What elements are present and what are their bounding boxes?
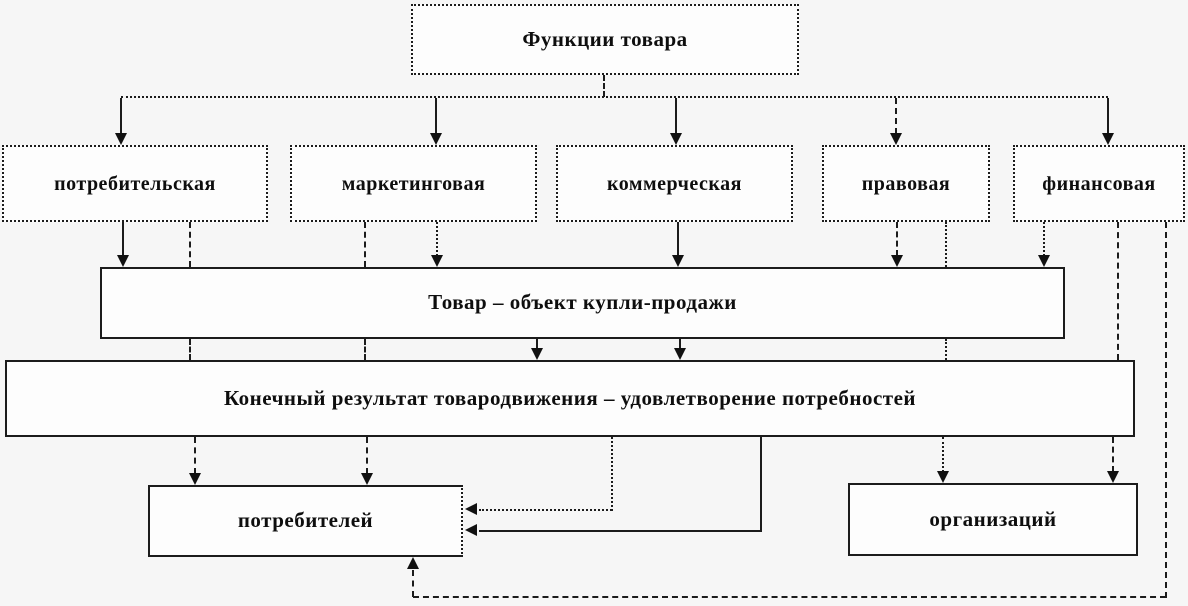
arrowhead-financial-to-goods (1038, 255, 1050, 267)
connector-result-to-consumers-left (194, 437, 196, 474)
connector-goods-to-result-right (679, 339, 681, 350)
arrowhead-bus-commercial (670, 133, 682, 145)
marketing-function-box: маркетинговая (290, 145, 537, 222)
arrowhead-result-to-consumers-left (189, 473, 201, 485)
arrowhead-marketing-to-goods (431, 255, 443, 267)
connector-bus-legal (895, 98, 897, 134)
final-result-box: Конечный результат товародвижения – удов… (5, 360, 1135, 437)
arrowhead-goods-to-result-right (674, 348, 686, 360)
goods-object-box: Товар – объект купли-продажи (100, 267, 1065, 339)
connector-legal-passthrough-2 (945, 339, 947, 360)
connector-marketing-passthrough-1 (364, 222, 366, 267)
connector-consumer-passthrough-2 (189, 339, 191, 360)
arrowhead-consumer-to-goods (117, 255, 129, 267)
functions-of-goods-box: Функции товара (411, 4, 799, 75)
arrowhead-elbow-solid (465, 524, 477, 536)
arrowhead-result-to-organizations-left (937, 471, 949, 483)
legal-function-box: правовая (822, 145, 990, 222)
connector-legal-passthrough-1 (945, 222, 947, 267)
connector-bus-marketing (435, 98, 437, 134)
arrowhead-legal-to-goods (891, 255, 903, 267)
connector-financial-to-organizations-upper (1117, 222, 1119, 360)
connector-result-elbow-solid-vertical (760, 437, 762, 532)
connector-consumer-passthrough-1 (189, 222, 191, 267)
connector-bus-commercial (675, 98, 677, 134)
arrowhead-goods-to-result-left (531, 348, 543, 360)
connector-result-to-organizations-right (1112, 437, 1114, 472)
connector-result-elbow-dotted-vertical (611, 437, 613, 511)
function-bus-line (121, 96, 1108, 98)
arrowhead-result-to-organizations-right (1107, 471, 1119, 483)
arrowhead-commercial-to-goods (672, 255, 684, 267)
arrowhead-bus-marketing (430, 133, 442, 145)
arrowhead-bus-legal (890, 133, 902, 145)
arrowhead-bus-financial (1102, 133, 1114, 145)
connector-financial-to-goods (1043, 222, 1045, 256)
organizations-needs-box: организаций (848, 483, 1138, 556)
connector-legal-to-goods (896, 222, 898, 256)
connector-result-elbow-solid-horizontal (479, 530, 761, 532)
arrowhead-elbow-dotted (465, 503, 477, 515)
connector-commercial-to-goods (677, 222, 679, 256)
connector-bus-consumer (120, 98, 122, 134)
connector-title-stub (603, 75, 605, 97)
arrowhead-bus-consumer (115, 133, 127, 145)
connector-financial-loop-right (1165, 222, 1167, 598)
consumers-needs-box: потребителей (148, 485, 463, 557)
connector-bus-financial (1107, 98, 1109, 134)
connector-consumer-to-goods (122, 222, 124, 256)
connector-result-to-consumers-mid (366, 437, 368, 474)
connector-loop-up (412, 570, 414, 597)
connector-result-elbow-dotted-horizontal (479, 509, 612, 511)
connector-goods-to-result-left (536, 339, 538, 350)
commercial-function-box: коммерческая (556, 145, 793, 222)
financial-function-box: финансовая (1013, 145, 1185, 222)
connector-loop-bottom (413, 596, 1166, 598)
connector-result-to-organizations-left (942, 437, 944, 472)
arrowhead-loop-into-consumers (407, 557, 419, 569)
arrowhead-result-to-consumers-mid (361, 473, 373, 485)
consumer-function-box: потребительская (2, 145, 268, 222)
connector-marketing-passthrough-2 (364, 339, 366, 360)
connector-marketing-to-goods (436, 222, 438, 256)
